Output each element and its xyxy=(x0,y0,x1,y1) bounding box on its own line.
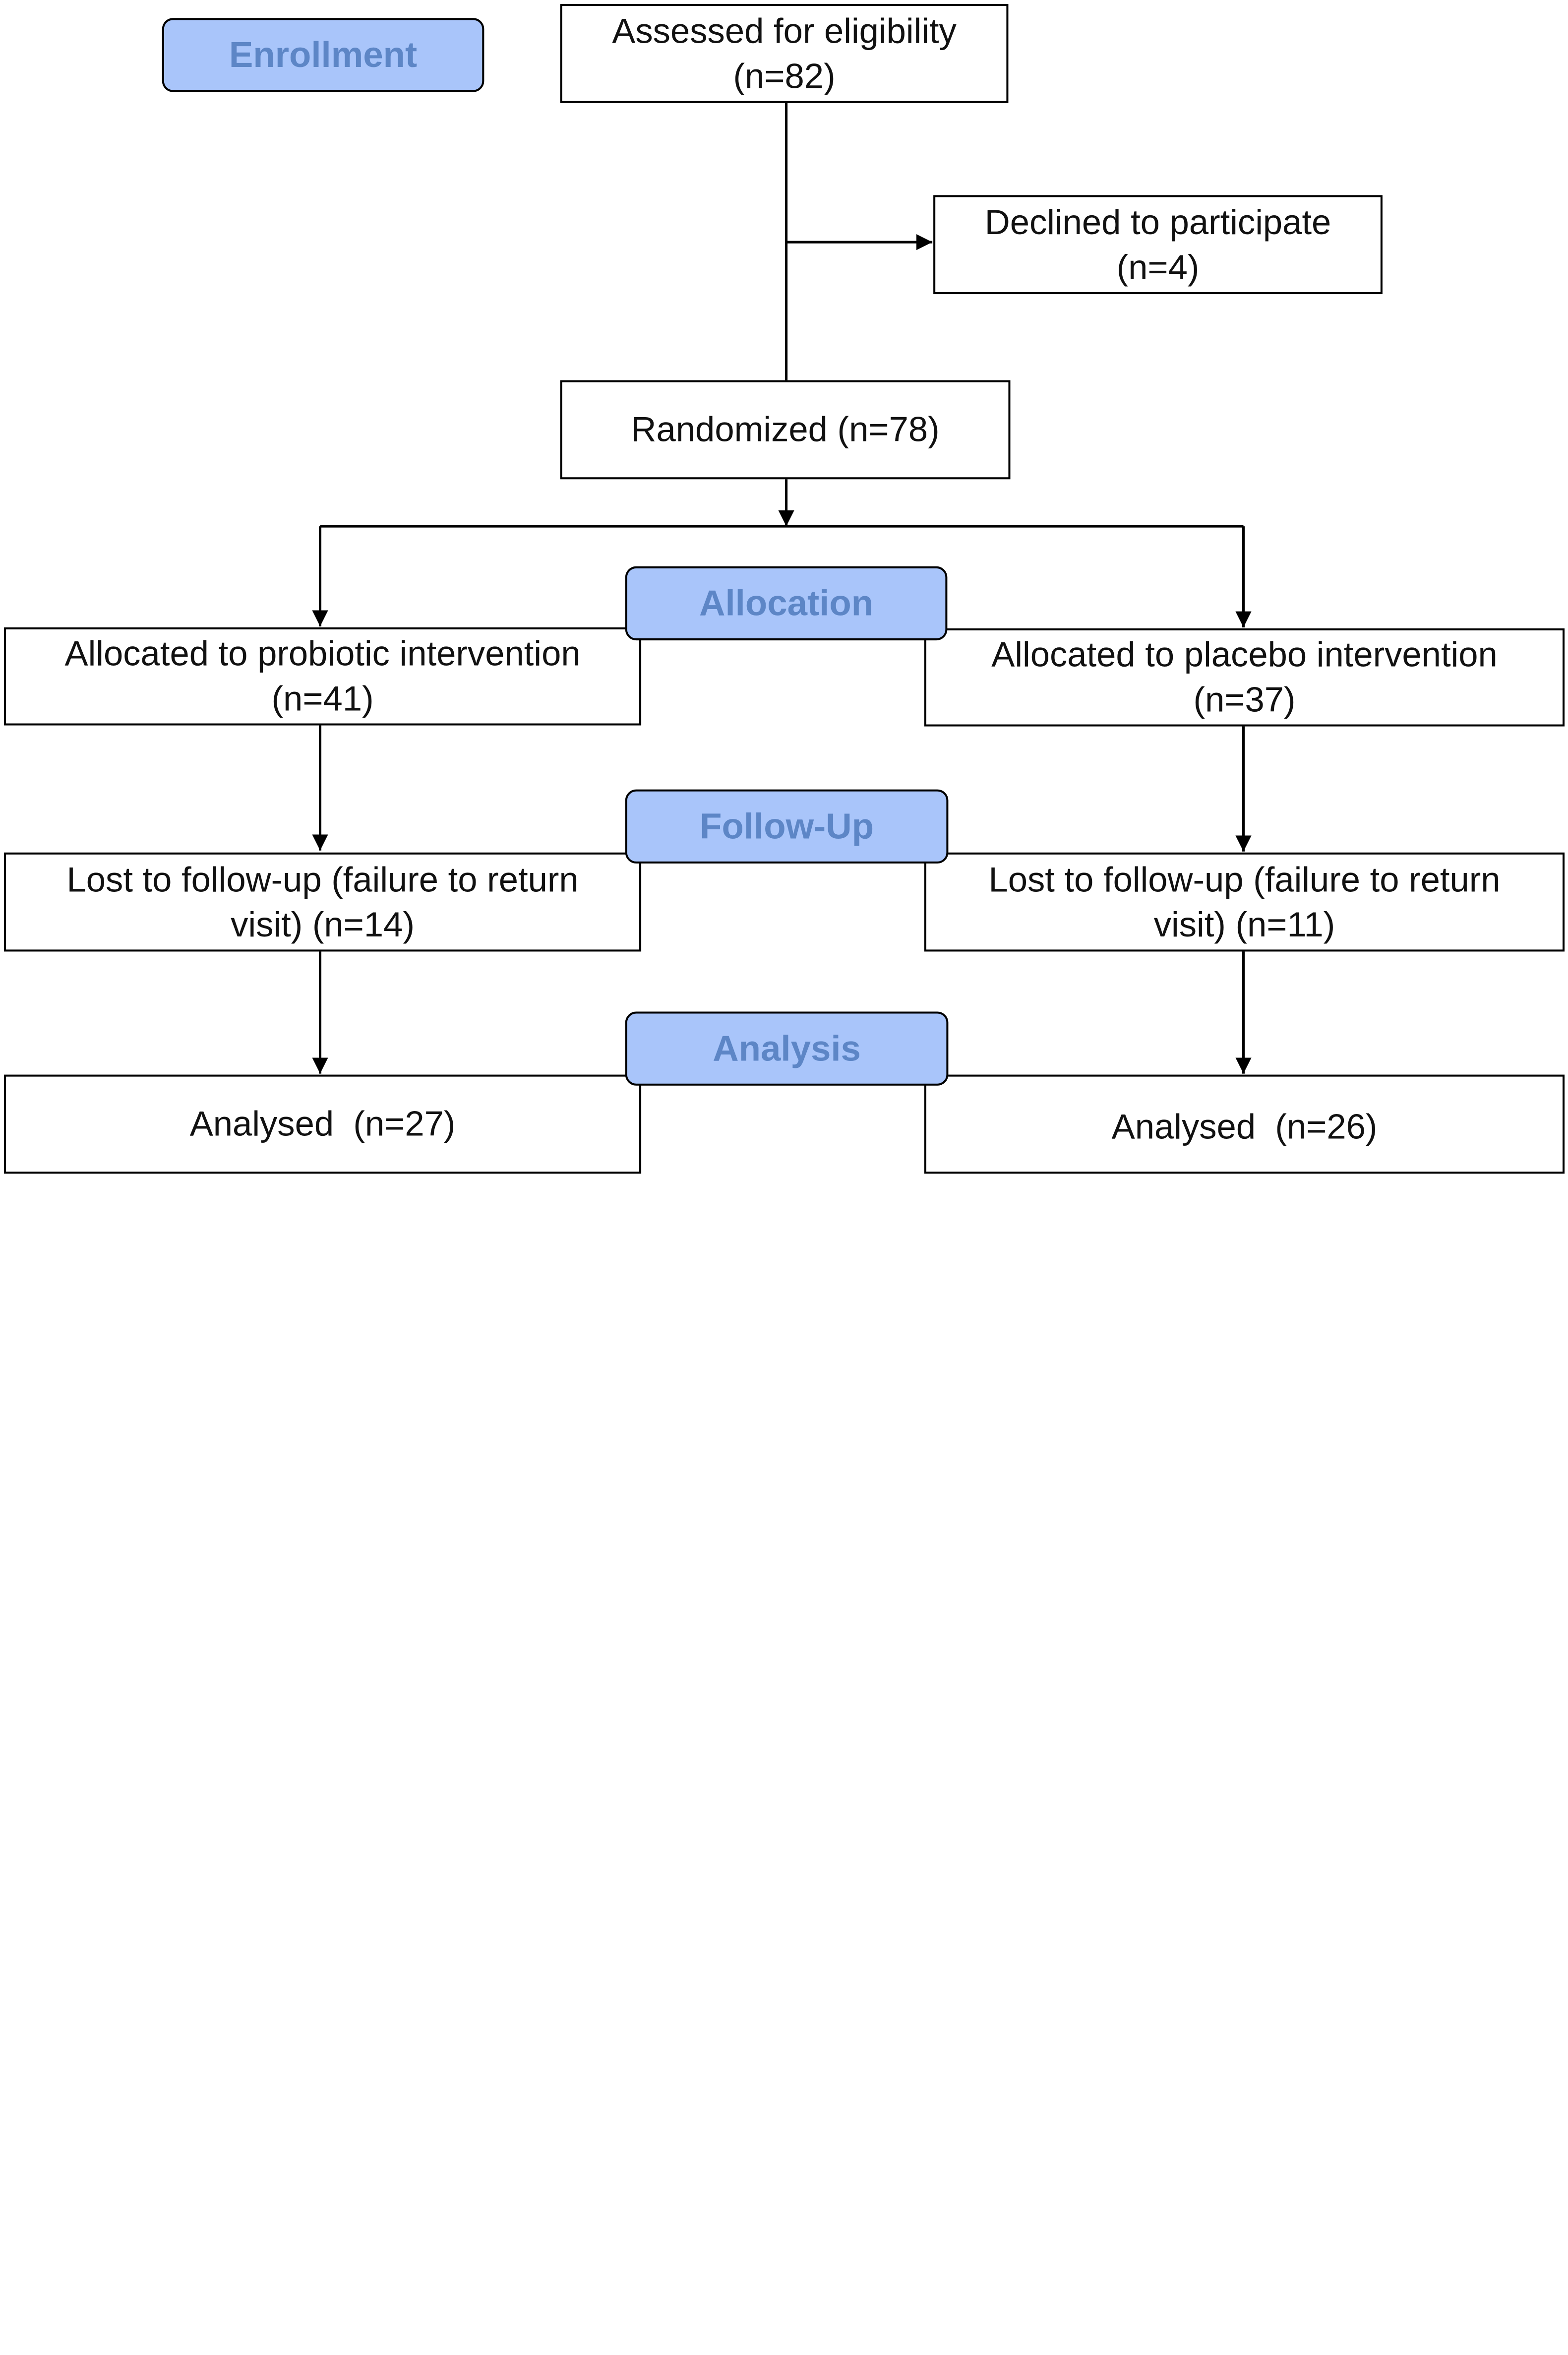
box-lost-placebo: Lost to follow-up (failure to return vis… xyxy=(924,852,1565,952)
allocated-probiotic-line2: (n=41) xyxy=(271,679,374,719)
lost-probiotic-line2: visit) (n=14) xyxy=(231,905,415,944)
declined-line2: (n=4) xyxy=(1116,248,1200,287)
stage-enrollment: Enrollment xyxy=(162,18,484,92)
box-allocated-probiotic: Allocated to probiotic intervention (n=4… xyxy=(4,627,642,726)
allocated-placebo-line2: (n=37) xyxy=(1193,680,1296,720)
lost-placebo-line2: visit) (n=11) xyxy=(1153,905,1335,944)
lost-placebo-line1: Lost to follow-up (failure to return xyxy=(988,860,1501,899)
box-analysed-probiotic: Analysed (n=27) xyxy=(4,1074,642,1174)
assessed-line2: (n=82) xyxy=(733,56,836,96)
box-randomized: Randomized (n=78) xyxy=(560,380,1011,480)
stage-analysis-label: Analysis xyxy=(713,1027,861,1069)
declined-line1: Declined to participate xyxy=(984,202,1331,242)
box-lost-probiotic: Lost to follow-up (failure to return vis… xyxy=(4,852,642,952)
box-allocated-placebo: Allocated to placebo intervention (n=37) xyxy=(924,628,1565,727)
assessed-line1: Assessed for eligibility xyxy=(612,11,957,51)
box-analysed-placebo: Analysed (n=26) xyxy=(924,1074,1565,1174)
stage-follow-up-label: Follow-Up xyxy=(700,805,874,847)
box-declined: Declined to participate (n=4) xyxy=(933,195,1383,295)
stage-analysis: Analysis xyxy=(625,1011,949,1086)
analysed-probiotic-line1: Analysed (n=27) xyxy=(189,1105,456,1144)
analysed-placebo-line1: Analysed (n=26) xyxy=(1111,1108,1378,1147)
stage-follow-up: Follow-Up xyxy=(625,789,949,864)
allocated-placebo-line1: Allocated to placebo intervention xyxy=(991,635,1498,675)
allocated-probiotic-line1: Allocated to probiotic intervention xyxy=(64,634,581,674)
stage-allocation: Allocation xyxy=(625,566,948,641)
stage-enrollment-label: Enrollment xyxy=(229,34,418,75)
box-assessed: Assessed for eligibility (n=82) xyxy=(560,4,1009,103)
randomized-line1: Randomized (n=78) xyxy=(631,410,940,449)
lost-probiotic-line1: Lost to follow-up (failure to return xyxy=(66,860,579,899)
stage-allocation-label: Allocation xyxy=(699,582,874,623)
connectors xyxy=(312,102,1252,1074)
